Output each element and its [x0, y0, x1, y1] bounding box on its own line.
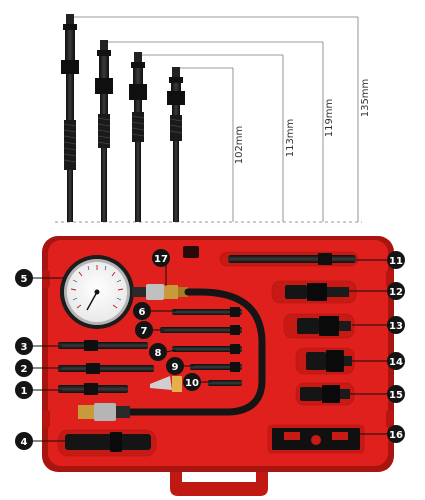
svg-text:12: 12	[389, 287, 403, 298]
adapter-rods	[61, 14, 185, 222]
callout-13: 13	[387, 316, 405, 334]
adapter-rod-119	[95, 40, 113, 222]
svg-text:14: 14	[389, 357, 403, 368]
callout-10: 10	[183, 373, 201, 391]
callout-2: 2	[15, 359, 33, 377]
dimension-lines	[55, 16, 362, 223]
adapter-12	[285, 283, 349, 301]
quick-coupler	[78, 403, 130, 421]
callout-8: 8	[149, 343, 167, 361]
adapter-rod-135	[61, 14, 79, 222]
svg-text:13: 13	[389, 321, 403, 332]
adapter-14	[306, 350, 352, 372]
svg-text:1: 1	[21, 386, 28, 397]
svg-text:16: 16	[389, 430, 403, 441]
svg-text:6: 6	[139, 307, 146, 318]
dimension-label-119: 119mm	[324, 99, 335, 138]
spare-cap	[183, 246, 199, 258]
svg-text:11: 11	[389, 256, 403, 267]
adapter-13	[297, 316, 351, 336]
callout-leaders	[32, 258, 388, 442]
pressure-hose	[126, 288, 266, 416]
callout-badges: 1 2 3 4 5 6 7 8 9 10 11 12 13 14 15 16 1…	[15, 249, 405, 450]
adapter-15	[300, 385, 350, 403]
left-adapters	[58, 340, 154, 452]
svg-text:2: 2	[21, 364, 28, 375]
callout-4: 4	[15, 432, 33, 450]
dimension-label-113: 113mm	[285, 119, 296, 158]
callout-5: 5	[15, 269, 33, 287]
svg-text:3: 3	[21, 342, 28, 353]
svg-text:5: 5	[21, 274, 28, 285]
callout-17: 17	[152, 249, 170, 267]
callout-6: 6	[133, 302, 151, 320]
svg-text:17: 17	[154, 254, 168, 265]
adapter-16	[272, 428, 360, 450]
callout-9: 9	[166, 357, 184, 375]
callout-12: 12	[387, 282, 405, 300]
adapter-rod-113	[129, 52, 147, 222]
callout-1: 1	[15, 381, 33, 399]
right-adapters	[228, 253, 360, 450]
callout-16: 16	[387, 425, 405, 443]
dimension-label-135: 135mm	[360, 79, 371, 118]
adapter-rod-102	[167, 67, 185, 222]
svg-text:8: 8	[155, 348, 162, 359]
pressure-gauge	[60, 255, 188, 329]
svg-text:4: 4	[21, 437, 28, 448]
callout-14: 14	[387, 352, 405, 370]
dimension-label-102: 102mm	[234, 126, 245, 165]
svg-text:9: 9	[172, 362, 179, 373]
svg-text:15: 15	[389, 390, 403, 401]
callout-3: 3	[15, 337, 33, 355]
callout-7: 7	[135, 321, 153, 339]
callout-11: 11	[387, 251, 405, 269]
center-adapters	[150, 307, 242, 392]
callout-15: 15	[387, 385, 405, 403]
svg-text:7: 7	[141, 326, 148, 337]
svg-text:10: 10	[185, 378, 199, 389]
